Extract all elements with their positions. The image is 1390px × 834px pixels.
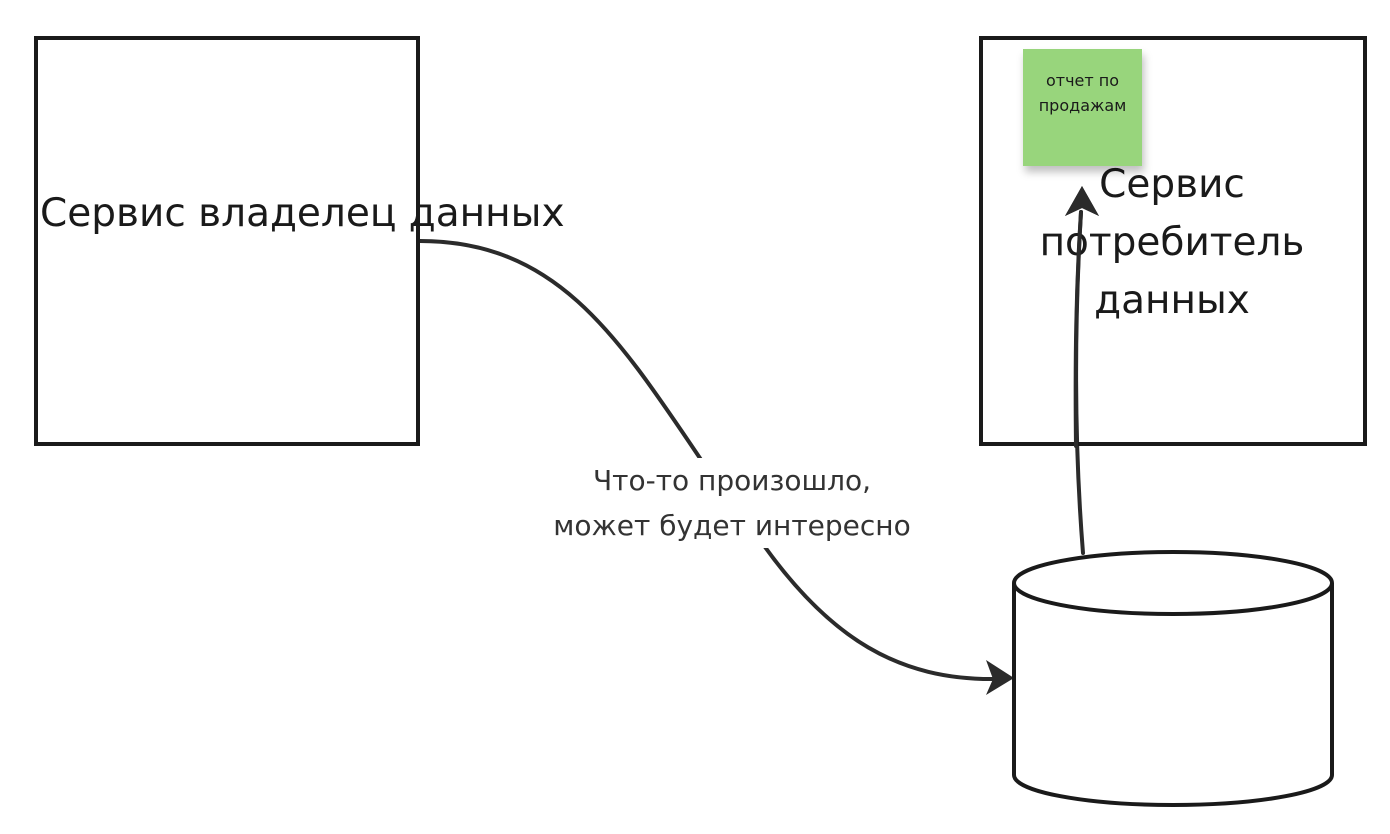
edge-owner-to-storage [418, 239, 997, 682]
consumer-service-label: Сервис потребитель данных [1039, 162, 1305, 323]
owner-service-label: Сервис владелец данных [40, 191, 565, 236]
edge-label: Что-то произошло, может будет интересно [520, 458, 944, 548]
arrowhead-to-storage [986, 660, 1014, 695]
sticky-note-text: отчет по продажам [1038, 70, 1127, 115]
consumer-service-box[interactable] [979, 36, 1367, 446]
owner-service-box[interactable] [34, 36, 420, 446]
sticky-note[interactable]: отчет по продажам [1023, 49, 1142, 166]
storage-cylinder[interactable] [1012, 550, 1334, 807]
